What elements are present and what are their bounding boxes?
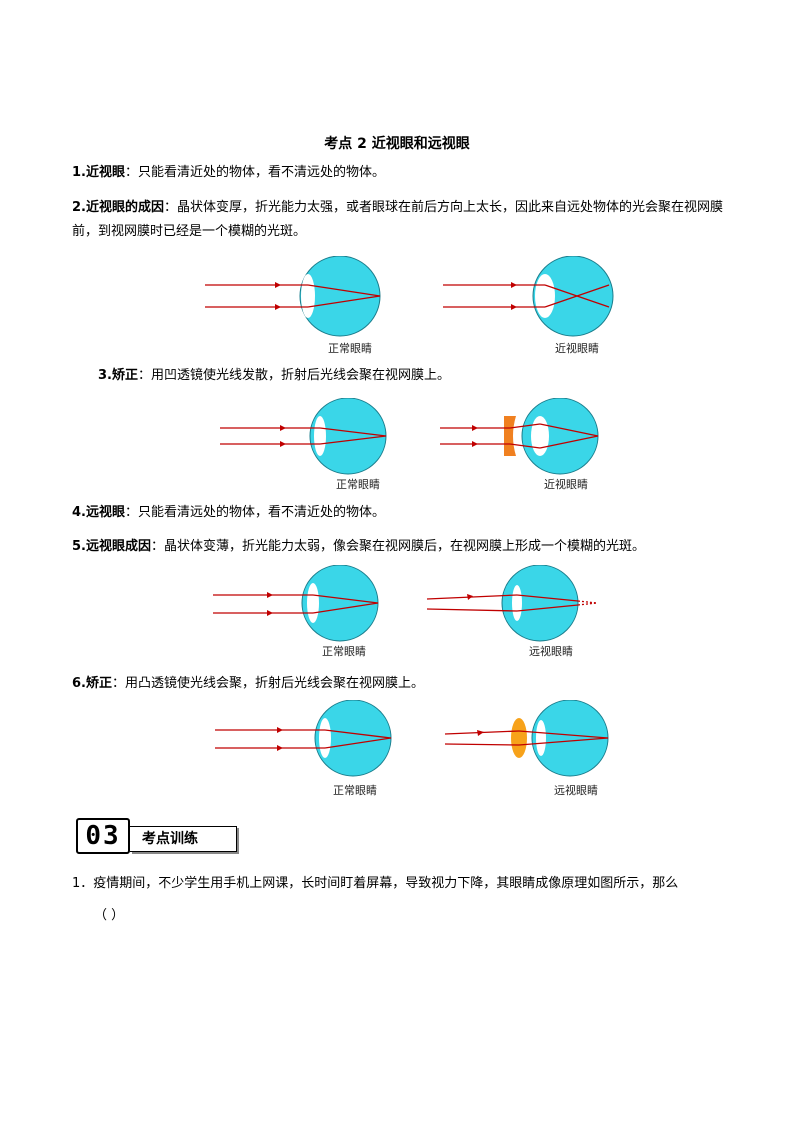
hyperopia-eye-diagram [426, 565, 598, 642]
page-title: 考点 2 近视眼和远视眼 [324, 136, 470, 152]
myopia-corrected-diagram [440, 398, 599, 475]
myopia-eye-diagram [443, 256, 614, 337]
caption-normal-3: 正常眼睛 [322, 645, 366, 658]
caption-myopia-1: 近视眼睛 [555, 342, 599, 355]
section-number: 03 [76, 818, 130, 854]
section-label: 考点训练 [130, 826, 237, 852]
eye-figure-concave [220, 398, 599, 475]
item-1: 1.近视眼：只能看清近处的物体，看不清远处的物体。 [72, 165, 385, 180]
normal-eye-diagram [205, 256, 381, 337]
caption-hyperopia-3: 远视眼睛 [529, 645, 573, 658]
caption-normal-4: 正常眼睛 [333, 784, 377, 797]
item-4: 4.远视眼：只能看清远处的物体，看不清近处的物体。 [72, 505, 385, 520]
caption-myopia-2: 近视眼睛 [544, 478, 588, 491]
section-header: 03 考点训练 [76, 818, 237, 854]
convex-lens [511, 718, 527, 758]
hyperopia-corrected-diagram [444, 700, 609, 777]
caption-normal-1: 正常眼睛 [328, 342, 372, 355]
eye-figure-hyperopia [213, 565, 598, 642]
question-1: 1．疫情期间，不少学生用手机上网课，长时间盯着屏幕，导致视力下降，其眼睛成像原理… [72, 876, 679, 891]
concave-lens [504, 416, 516, 456]
normal-eye-diagram [215, 700, 392, 777]
item-2: 2.近视眼的成因：晶状体变厚，折光能力太强，或者眼球在前后方向上太长，因此来自远… [72, 200, 723, 239]
caption-hyperopia-4: 远视眼睛 [554, 784, 598, 797]
normal-eye-diagram [220, 398, 387, 475]
item-5: 5.远视眼成因：晶状体变薄，折光能力太弱，像会聚在视网膜后，在视网膜上形成一个模… [72, 539, 645, 554]
eye-figure-normal-1 [205, 256, 614, 337]
eye-figure-convex [215, 700, 609, 777]
question-1-blank: （ ） [94, 908, 125, 923]
item-6: 6.矫正：用凸透镜使光线会聚，折射后光线会聚在视网膜上。 [72, 676, 424, 691]
item-3: 3.矫正：用凹透镜使光线发散，折射后光线会聚在视网膜上。 [98, 368, 450, 383]
normal-eye-diagram [213, 565, 379, 642]
caption-normal-2: 正常眼睛 [336, 478, 380, 491]
